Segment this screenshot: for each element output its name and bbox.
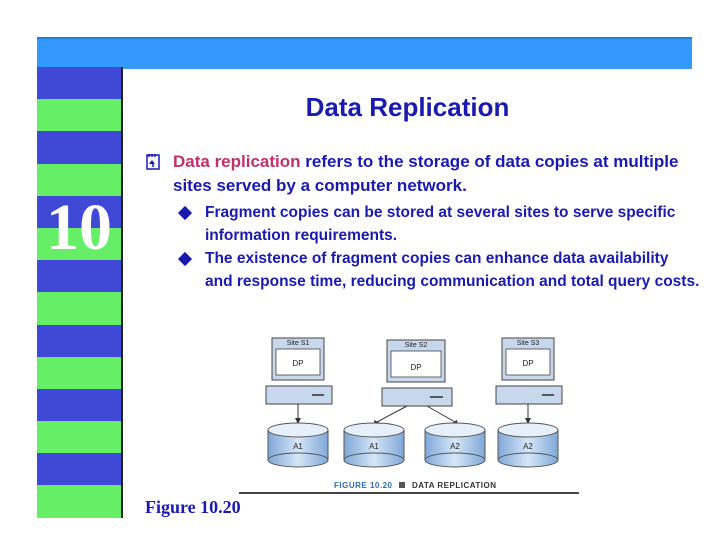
stripe (37, 195, 121, 228)
figure-separator (239, 492, 579, 494)
figure-label: FIGURE 10.20 DATA REPLICATION (334, 481, 497, 490)
stripe (37, 260, 121, 293)
notepad-bullet-icon (146, 154, 160, 170)
diamond-bullet-icon (177, 251, 193, 267)
site-label: Site S2 (405, 342, 428, 349)
stripe (37, 485, 121, 518)
stripe (37, 99, 121, 132)
divider-line (121, 67, 123, 518)
database-icon: A1 (267, 422, 329, 468)
site-s2-computer: Site S2 DP (374, 339, 458, 427)
dp-label: DP (522, 359, 533, 368)
main-bullet-rest: refers to the storage of data copies at … (173, 152, 679, 195)
sub-bullet-text: The existence of fragment copies can enh… (205, 250, 700, 290)
database-icon: A2 (424, 422, 486, 468)
sub-bullet-text: Fragment copies can be stored at several… (205, 204, 676, 244)
sub-bullet: Fragment copies can be stored at several… (177, 201, 700, 247)
highlight-term: Data replication (173, 152, 301, 171)
stripe (37, 421, 121, 454)
stripe (37, 388, 121, 422)
site-label: Site S1 (287, 340, 310, 347)
slide-title: Data Replication (305, 92, 510, 122)
stripe (37, 227, 121, 261)
database-icon: A1 (343, 422, 405, 468)
sub-bullet: The existence of fragment copies can enh… (177, 247, 700, 293)
db-label: A1 (293, 442, 303, 451)
figure-number: FIGURE 10.20 (334, 481, 393, 490)
stripe (37, 163, 121, 196)
db-label: A1 (369, 442, 379, 451)
db-label: A2 (450, 442, 460, 451)
sub-bullet-list: Fragment copies can be stored at several… (177, 201, 700, 293)
chapter-number: 10 (46, 191, 112, 264)
stripe (37, 67, 121, 100)
database-icon: A2 (497, 422, 559, 468)
top-band (37, 37, 692, 69)
replication-diagram-svg: Site S1 DP Site S2 DP Site S3 DP (262, 330, 578, 470)
site-s1-computer: Site S1 DP (265, 337, 333, 424)
site-label: Site S3 (517, 340, 540, 347)
stripe (37, 324, 121, 357)
stripe (37, 356, 121, 389)
figure-caption: Figure 10.20 (145, 497, 241, 517)
stripe (37, 453, 121, 486)
replication-diagram: Site S1 DP Site S2 DP Site S3 DP (262, 330, 578, 495)
dp-label: DP (410, 363, 421, 372)
main-bullet: Data replication refers to the storage o… (145, 150, 690, 198)
site-s3-computer: Site S3 DP (495, 337, 563, 424)
diamond-bullet-icon (177, 205, 193, 221)
stripe (37, 292, 121, 325)
left-stripes (37, 67, 121, 518)
db-label: A2 (523, 442, 533, 451)
main-bullet-text: Data replication refers to the storage o… (173, 150, 690, 198)
stripe (37, 131, 121, 164)
dp-label: DP (292, 359, 303, 368)
figure-title: DATA REPLICATION (411, 481, 497, 490)
figure-square-icon (399, 482, 406, 488)
